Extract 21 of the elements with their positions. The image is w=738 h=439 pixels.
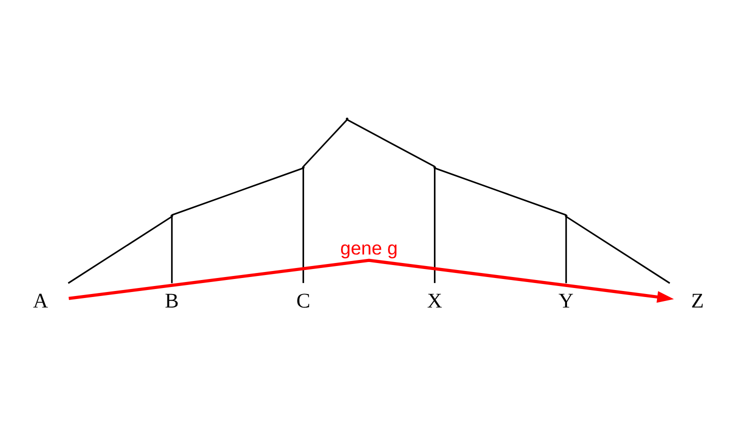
connector — [171, 216, 173, 284]
node-point — [564, 214, 568, 218]
edge-label: gene g — [340, 238, 398, 258]
connector — [434, 168, 436, 284]
connector — [172, 167, 304, 216]
node-text: Y — [558, 288, 574, 312]
connector — [346, 119, 435, 168]
connector — [302, 119, 348, 168]
connector — [434, 167, 566, 216]
node-text: Z — [691, 288, 704, 312]
node-point — [302, 166, 305, 169]
connector — [565, 216, 567, 284]
node-text: X — [427, 288, 442, 312]
node-point — [433, 166, 436, 169]
node-text: B — [164, 288, 179, 312]
node-text: C — [296, 288, 310, 312]
arrow — [68, 258, 674, 303]
node-point — [346, 118, 348, 120]
connector — [302, 168, 304, 284]
node-text: A — [32, 288, 48, 312]
node-point — [170, 214, 174, 218]
